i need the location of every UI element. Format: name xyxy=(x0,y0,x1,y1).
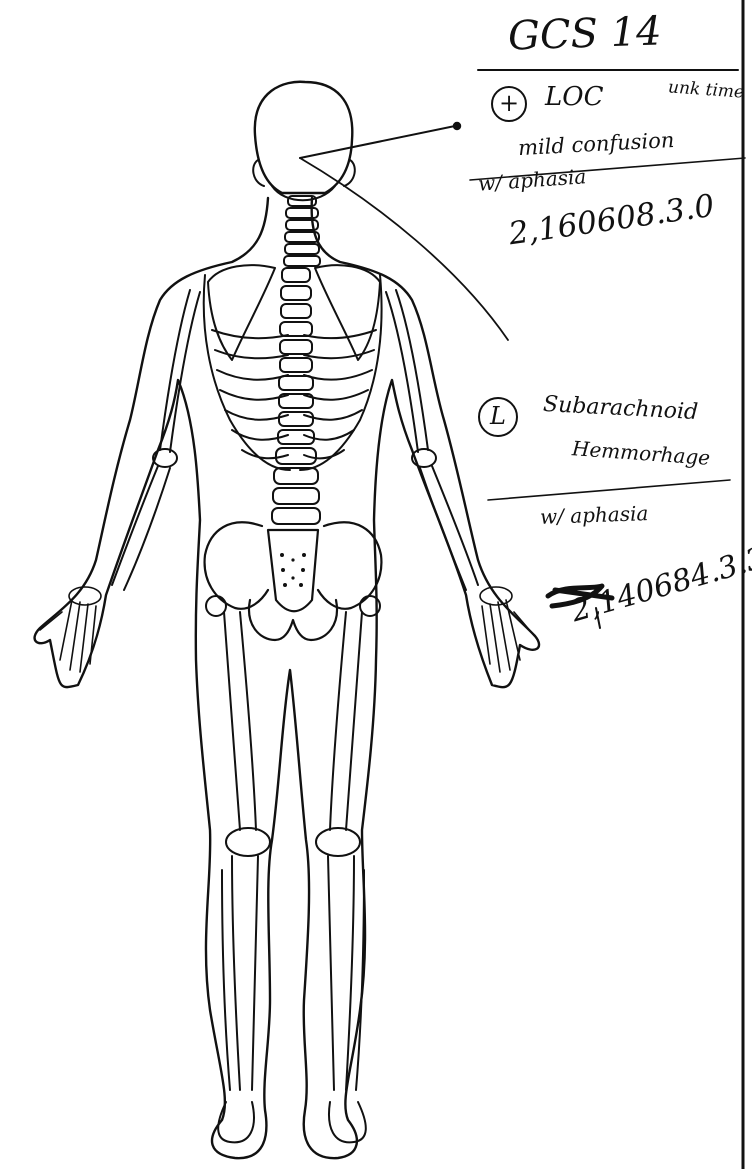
gcs-score: GCS 14 xyxy=(507,11,662,56)
divider-line-2 xyxy=(488,480,730,500)
pelvis xyxy=(205,522,382,640)
right-leg-bones xyxy=(316,596,380,1090)
right-arm-bones xyxy=(386,290,478,590)
positive-sign-circle: + xyxy=(491,86,527,122)
ribcage xyxy=(204,265,382,470)
left-side-circle: L xyxy=(478,397,518,437)
body-outline xyxy=(35,198,539,1158)
thoracic-lumbar-spine xyxy=(272,268,320,524)
left-hand-bones xyxy=(40,587,101,672)
aphasia-note-2: w/ aphasia xyxy=(540,503,649,527)
sacrum-dots xyxy=(280,553,306,587)
sah-leader-line xyxy=(300,158,508,340)
left-leg-bones xyxy=(206,596,270,1090)
loc-leader-line xyxy=(300,126,455,158)
loc-leader-dot xyxy=(454,123,460,129)
feet xyxy=(218,1102,366,1142)
right-hand-bones xyxy=(480,587,538,672)
loc-label: LOC xyxy=(545,84,603,110)
